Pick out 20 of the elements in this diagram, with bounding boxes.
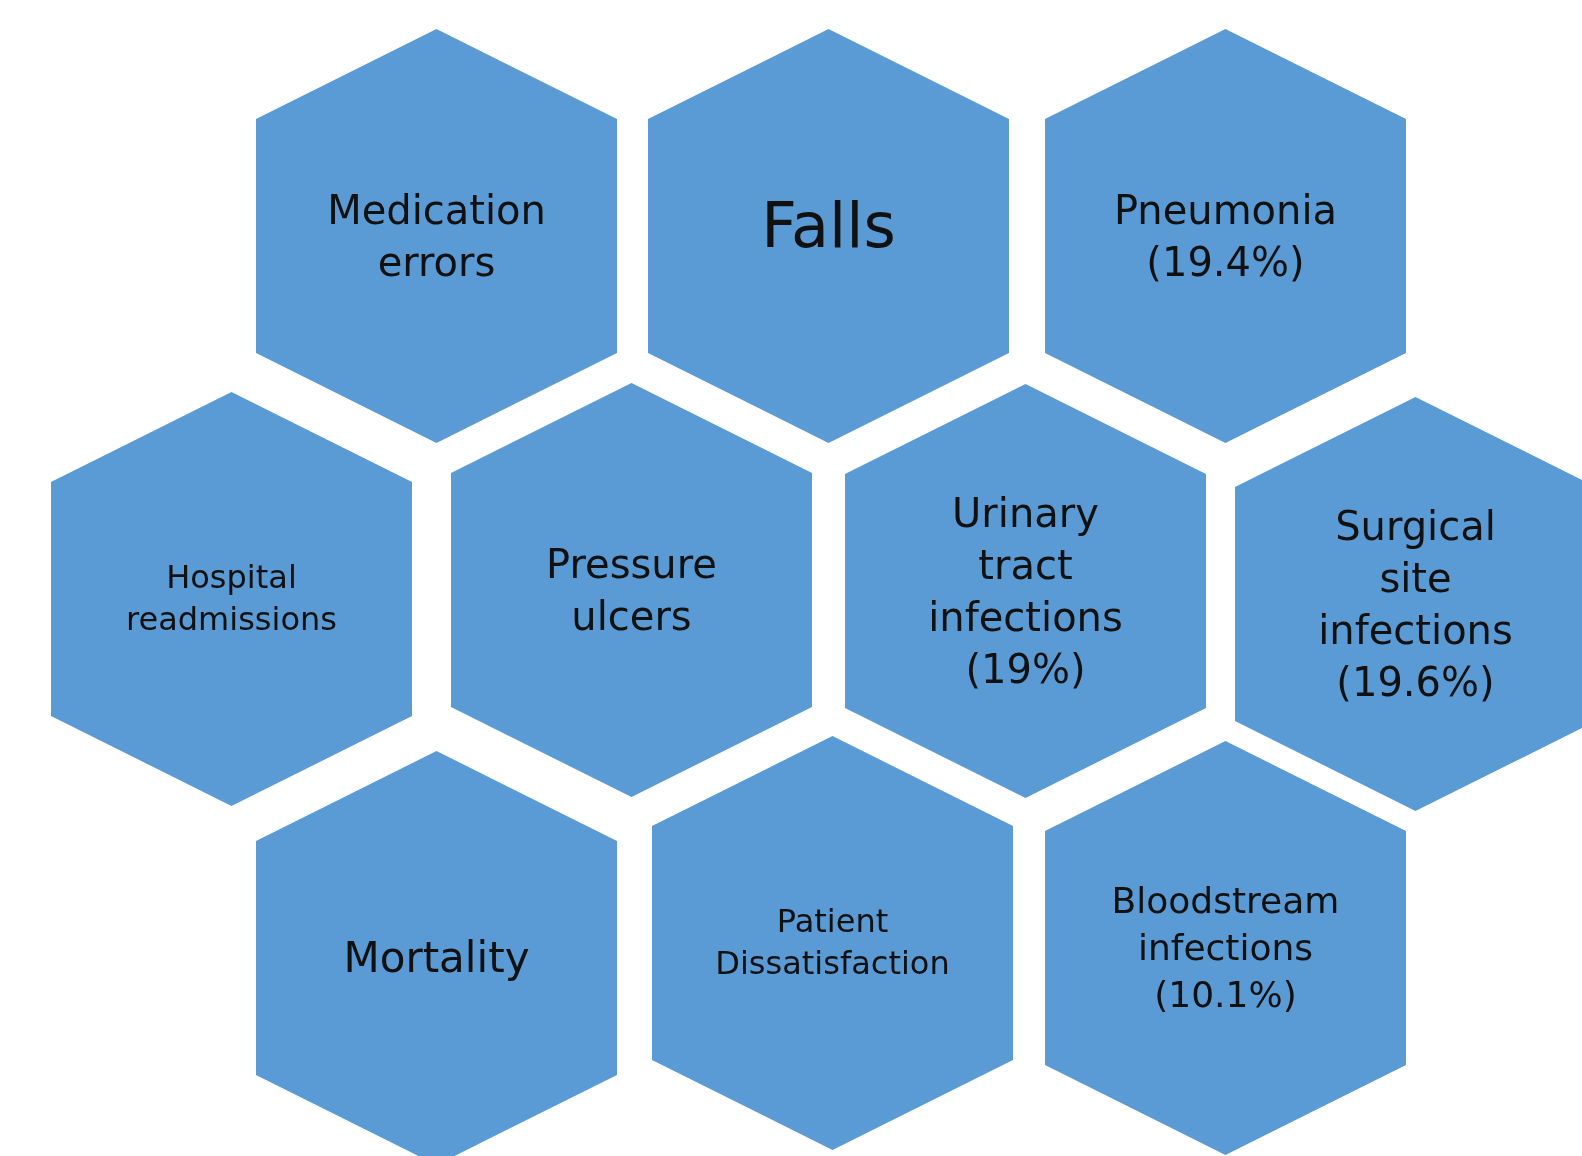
hexagon-label: Bloodstream infections (10.1%): [1110, 878, 1341, 1017]
hexagon-label: Hospital readmissions: [125, 557, 338, 640]
hexagon: [1045, 29, 1406, 443]
hexagon-label: Medication errors: [326, 186, 547, 287]
hexagon-label: Pressure ulcers: [545, 540, 718, 641]
hexagon: [648, 29, 1009, 443]
hexagon-label: Surgical site infections (19.6%): [1317, 502, 1514, 707]
hexagon: [256, 29, 617, 443]
hexagon: [1045, 741, 1406, 1155]
hexagon-label: Falls: [760, 187, 897, 264]
hexagon: [652, 736, 1013, 1150]
hexagon: [256, 751, 617, 1156]
hexagon-label: Patient Dissatisfaction: [714, 901, 951, 984]
hexagon: [1235, 397, 1582, 811]
hexagon: [51, 392, 412, 806]
hexagon: [845, 384, 1206, 798]
hexagon-label: Urinary tract infections (19%): [927, 489, 1124, 694]
hexagon-label: Pneumonia (19.4%): [1112, 186, 1339, 287]
hexagon-label: Mortality: [342, 931, 531, 984]
hexagon: [451, 383, 812, 797]
